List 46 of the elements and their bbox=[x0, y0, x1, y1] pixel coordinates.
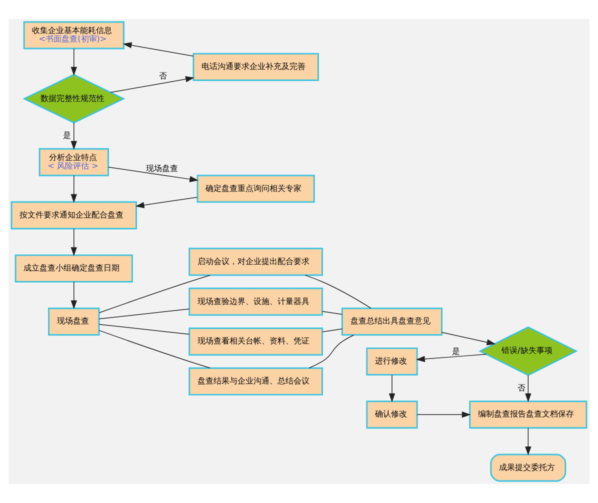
node-box: 现场查验边界、设施、计量器具 bbox=[188, 288, 323, 316]
arrow bbox=[525, 374, 532, 402]
arrow bbox=[70, 281, 77, 310]
connector bbox=[98, 308, 190, 320]
connector bbox=[322, 328, 343, 332]
node-box: 进行修改 bbox=[366, 347, 418, 376]
node-box: 成立盘查小组确定盘查日期 bbox=[14, 254, 133, 282]
node-box: 电话沟通要求企业补充及完善 bbox=[192, 52, 319, 81]
arrow bbox=[416, 412, 471, 418]
node-box: 成果提交委托方 bbox=[490, 454, 566, 482]
node-box: 按文件要求通知企业配合盘查 bbox=[10, 201, 137, 230]
edge-label: 否 bbox=[158, 70, 167, 81]
connector bbox=[322, 311, 343, 315]
node-box: 确定盘查重点询问相关专家 bbox=[196, 174, 315, 203]
connector bbox=[304, 274, 372, 309]
connector bbox=[98, 274, 210, 314]
node-box: 启动会议，对企业提出配合要求 bbox=[188, 248, 323, 276]
arrow bbox=[70, 175, 77, 203]
arrow bbox=[110, 76, 194, 93]
edge-label: 是 bbox=[63, 130, 72, 140]
arrow bbox=[70, 122, 77, 150]
node-box: 收集企业基本能耗信息 <书面盘查(初审)> bbox=[23, 21, 124, 50]
node-box: 现场盘查 bbox=[48, 308, 100, 336]
node-box: 盘查结果与企业沟通、总结会议 bbox=[188, 367, 323, 396]
node-box: 盘查总结出具盘查意见 bbox=[341, 308, 443, 336]
connector bbox=[98, 330, 210, 368]
arrow bbox=[122, 42, 194, 56]
arrow bbox=[416, 354, 487, 362]
edge-label: 是 bbox=[452, 346, 460, 356]
arrow bbox=[70, 48, 77, 76]
edge-label: 现场盘查 bbox=[146, 162, 178, 173]
arrow bbox=[388, 374, 396, 402]
edge-label: 否 bbox=[518, 382, 526, 392]
connector bbox=[98, 324, 190, 335]
node-box: 编制盘查报告盘查文档保存 bbox=[469, 400, 588, 429]
arrow bbox=[525, 428, 532, 456]
node-box: 分析企业特点 < 风险评估 > bbox=[38, 148, 109, 176]
node-box: 确认修改 bbox=[366, 400, 418, 429]
arrow bbox=[135, 196, 198, 208]
connector bbox=[308, 334, 354, 368]
node-diamond: 数据完整性规范性 bbox=[22, 74, 126, 124]
arrow bbox=[70, 228, 77, 256]
node-diamond: 错误/缺失事项 bbox=[478, 326, 578, 376]
node-box: 现场查看相关台帐、资料、凭证 bbox=[188, 328, 323, 356]
arrow bbox=[442, 332, 496, 346]
arrow bbox=[108, 166, 198, 182]
